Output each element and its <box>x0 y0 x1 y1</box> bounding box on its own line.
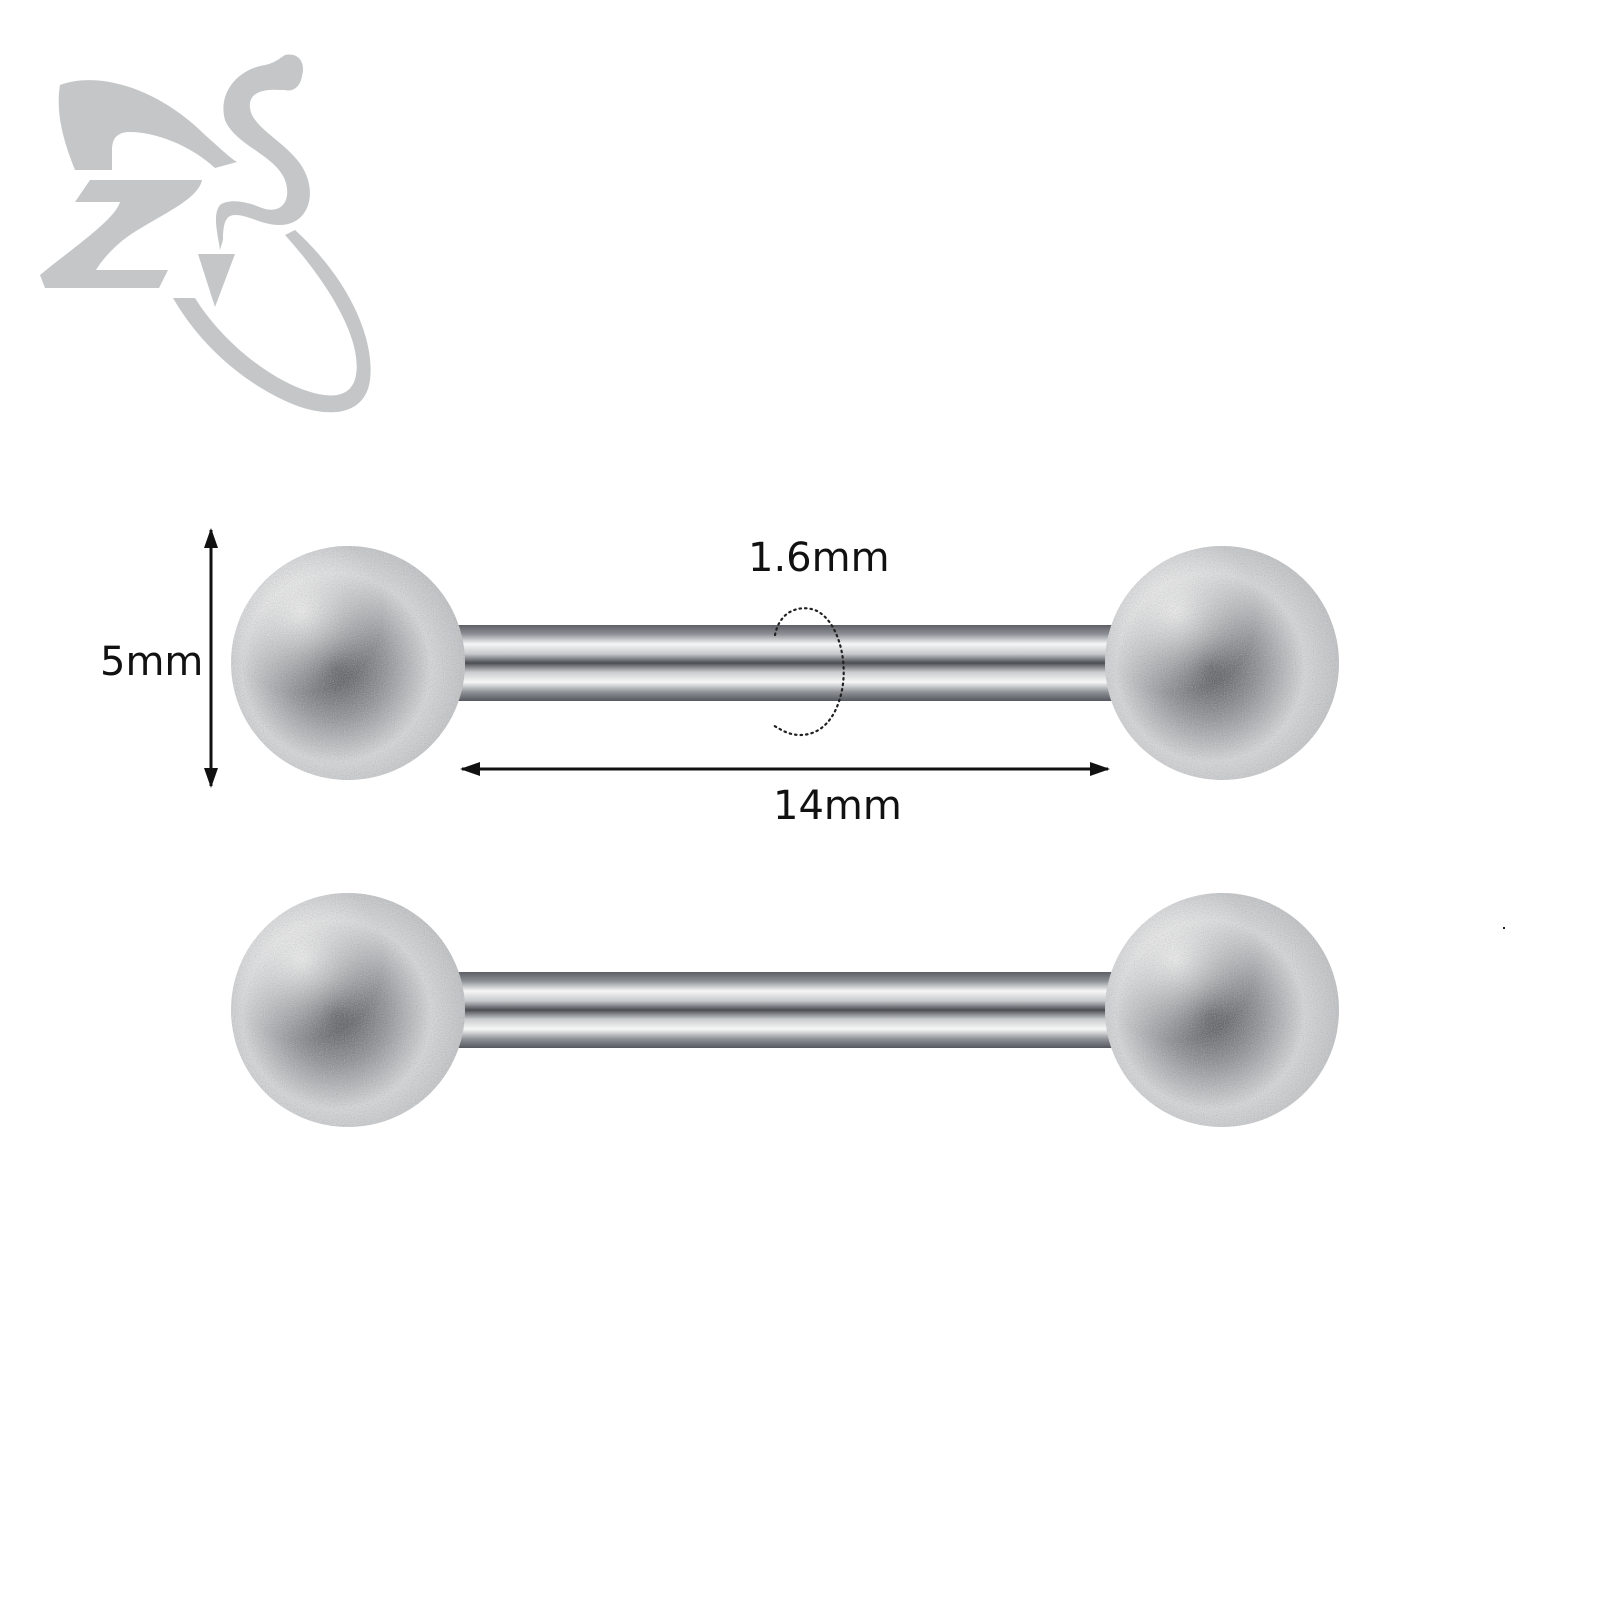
ball-left <box>231 546 465 780</box>
ball-left <box>231 893 465 1127</box>
bar-length-label: 14mm <box>773 783 902 829</box>
bar-thickness-dotted-ellipse <box>770 607 845 737</box>
bar-shaft <box>455 625 1115 701</box>
barbell-top <box>231 546 1339 780</box>
ball-right <box>1105 546 1339 780</box>
bar-shaft <box>455 972 1115 1048</box>
ball-diameter-label: 5mm <box>100 639 204 685</box>
zs-logo-icon <box>40 54 371 413</box>
bar-thickness-label: 1.6mm <box>748 535 890 581</box>
ball-right <box>1105 893 1339 1127</box>
barbell-bottom <box>231 893 1339 1127</box>
stray-dot <box>1503 927 1505 929</box>
